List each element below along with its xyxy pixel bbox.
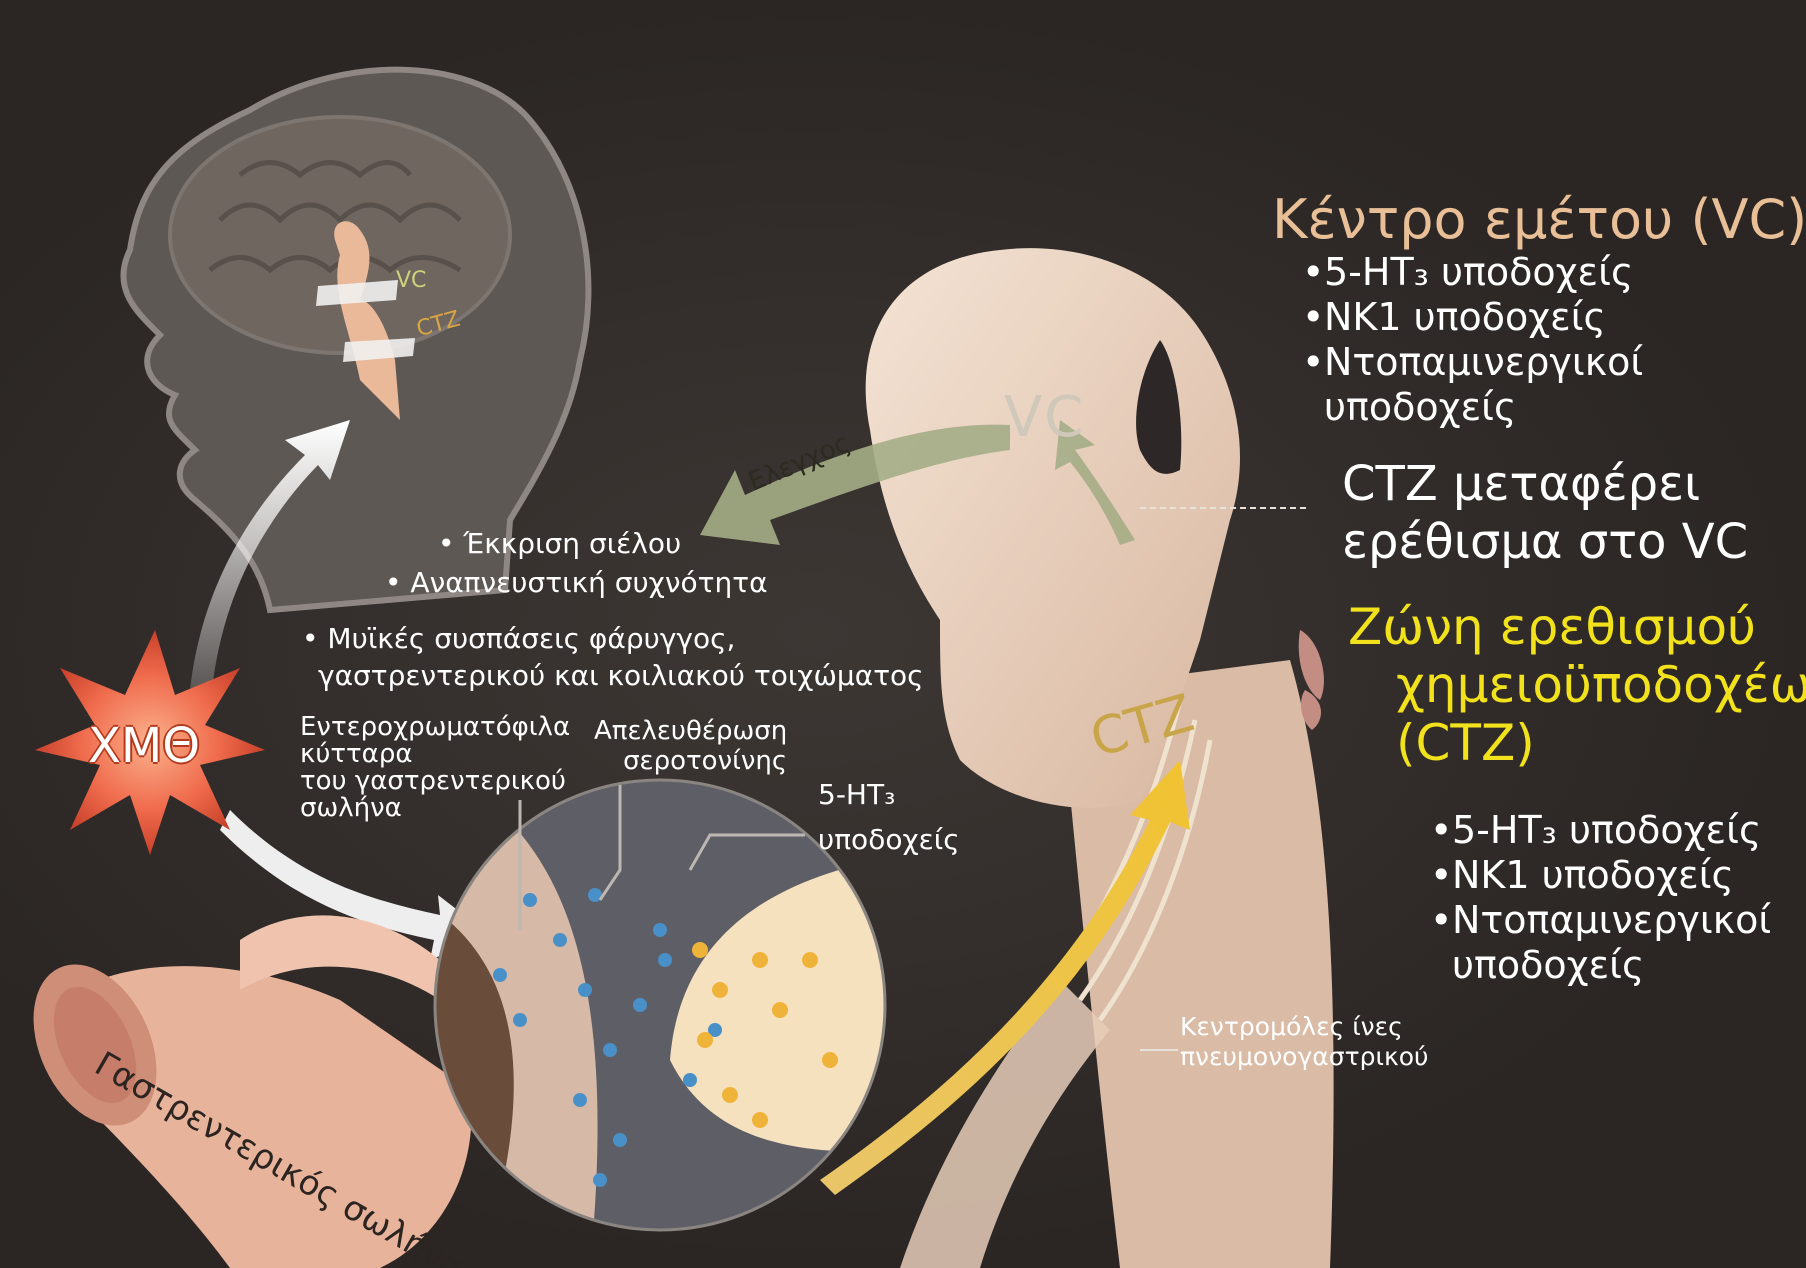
brain-vc-label: VC (396, 268, 426, 293)
ctz-receptor-dopamine-cont: υποδοχείς (1430, 943, 1771, 988)
serotonin-release-label: Απελευθέρωση σεροτονίνης (594, 716, 787, 776)
serotonin-line-2: σεροτονίνης (594, 746, 787, 776)
ctz-receptors: 5-HT₃ υποδοχείς NK1 υποδοχείς Ντοπαμινερ… (1430, 808, 1771, 988)
enterochromaffin-label: Εντεροχρωματόφιλα κύτταρα του γαστρεντερ… (300, 714, 570, 822)
ctz-receptor-nk1: NK1 υποδοχείς (1430, 853, 1771, 898)
ctz-title: Ζώνη ερεθισμού χημειοϋποδοχέων (CTZ) (1348, 598, 1806, 772)
enterochromaffin-line-3: του γαστρεντερικού (300, 768, 570, 795)
vc-receptor-dopamine-cont: υποδοχείς (1302, 385, 1643, 430)
relay-line-2: ερέθισμα στο VC (1342, 513, 1748, 571)
relay-line-1: CTZ μεταφέρει (1342, 455, 1748, 513)
ht3-receptor-label: 5-HT₃ υποδοχείς (818, 772, 960, 862)
ht3-line-1: 5-HT₃ (818, 772, 960, 817)
effect-breathing: • Αναπνευστική συχνότητα (385, 567, 768, 599)
effect-muscle-line-1: • Μυϊκές συσπάσεις φάρυγγος, (302, 620, 924, 657)
ctz-relay-caption: CTZ μεταφέρει ερέθισμα στο VC (1342, 455, 1748, 571)
vc-receptor-nk1: NK1 υποδοχείς (1302, 295, 1643, 340)
brainstem-vc-label: VC (1004, 385, 1085, 450)
enterochromaffin-line-1: Εντεροχρωματόφιλα (300, 714, 570, 741)
vc-receptor-ht3: 5-HT₃ υποδοχείς (1302, 250, 1643, 295)
enterochromaffin-line-2: κύτταρα (300, 741, 570, 768)
chemotherapy-label: ΧΜΘ (88, 718, 200, 774)
afferent-line-2: πνευμονογαστρικού (1180, 1042, 1428, 1072)
vc-receptor-dopamine: Ντοπαμινεργικοί (1302, 340, 1643, 385)
ctz-title-line-2: χημειοϋποδοχέων (1348, 656, 1806, 714)
ctz-title-line-3: (CTZ) (1348, 714, 1806, 772)
effect-muscle-line-2: γαστρεντερικού και κοιλιακού τοιχώματος (302, 657, 924, 694)
afferent-line-1: Κεντρομόλες ίνες (1180, 1012, 1428, 1042)
vomiting-center-title: Κέντρο εμέτου (VC) (1272, 188, 1806, 251)
serotonin-line-1: Απελευθέρωση (594, 716, 787, 746)
ctz-receptor-dopamine: Ντοπαμινεργικοί (1430, 898, 1771, 943)
enterochromaffin-line-4: σωλήνα (300, 795, 570, 822)
vomiting-center-receptors: 5-HT₃ υποδοχείς NK1 υποδοχείς Ντοπαμινερ… (1302, 250, 1643, 430)
afferent-fibers-label: Κεντρομόλες ίνες πνευμονογαστρικού (1180, 1012, 1428, 1072)
ht3-line-2: υποδοχείς (818, 817, 960, 862)
ctz-receptor-ht3: 5-HT₃ υποδοχείς (1430, 808, 1771, 853)
ctz-title-line-1: Ζώνη ερεθισμού (1348, 598, 1806, 656)
effect-saliva: • Έκκριση σιέλου (438, 528, 681, 560)
effect-muscle: • Μυϊκές συσπάσεις φάρυγγος, γαστρεντερι… (302, 620, 924, 694)
